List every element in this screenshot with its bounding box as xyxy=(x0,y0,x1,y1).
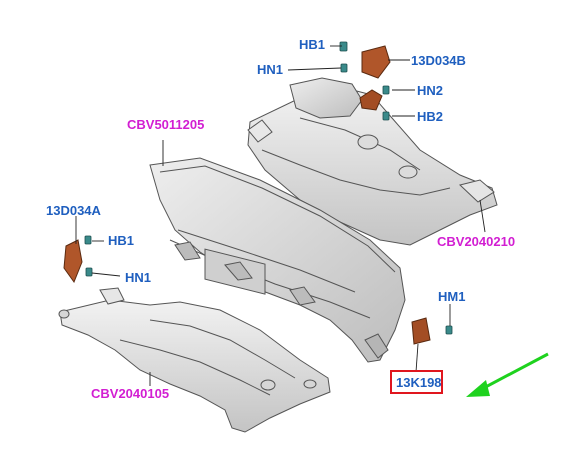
callout-cbv2040210: CBV2040210 xyxy=(437,234,516,249)
highlight-box xyxy=(390,370,443,394)
callout-13d034a: 13D034A xyxy=(46,203,101,218)
rear-subframe xyxy=(247,77,498,246)
callout-hn1-top: HN1 xyxy=(257,62,284,77)
bracket-icon xyxy=(63,45,431,345)
callout-13k198: 13K198 xyxy=(396,375,442,390)
callout-hm1: HM1 xyxy=(438,289,466,304)
crossmember xyxy=(149,140,406,363)
callout-cbv2040105: CBV2040105 xyxy=(91,386,170,401)
green-arrow-icon xyxy=(466,352,549,397)
leader-lines xyxy=(75,45,486,373)
callout-hb1-left: HB1 xyxy=(108,233,135,248)
callout-13d034b: 13D034B xyxy=(411,53,466,68)
front-subframe xyxy=(58,287,331,433)
callout-cbv5011205: CBV5011205 xyxy=(127,117,205,132)
callout-hn2: HN2 xyxy=(417,83,444,98)
callout-hb2: HB2 xyxy=(417,109,444,124)
callout-hb1-top: HB1 xyxy=(299,37,326,52)
bolt-icon xyxy=(84,41,453,335)
callout-hn1-left: HN1 xyxy=(125,270,152,285)
